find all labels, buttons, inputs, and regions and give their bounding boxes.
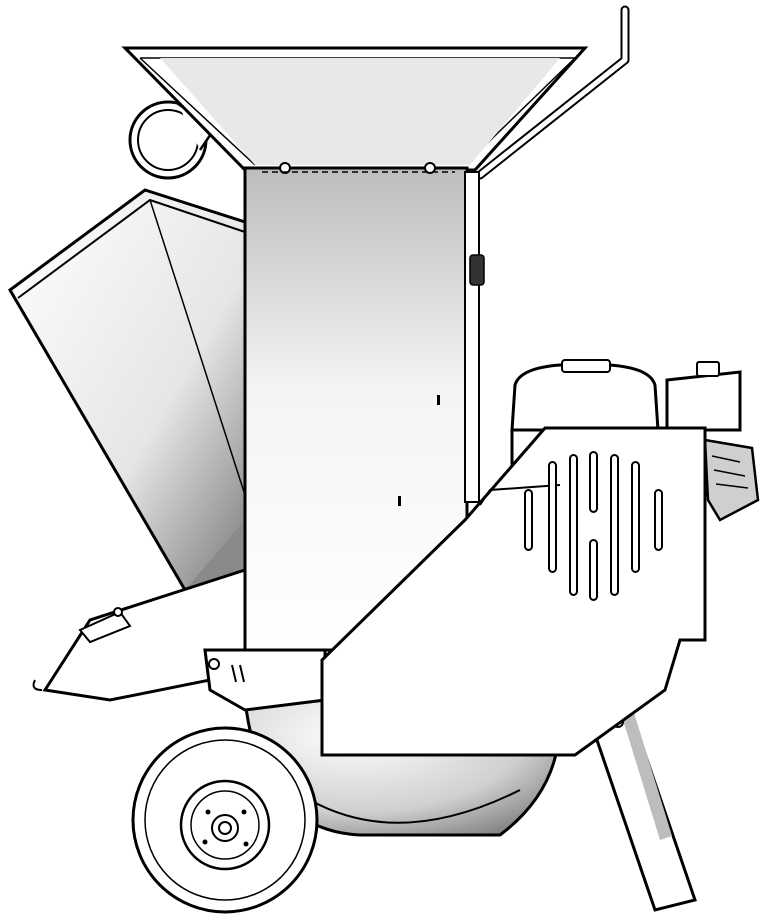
hopper-funnel [121,46,589,172]
hopper-port [128,100,217,180]
vent-slots [524,451,663,601]
wheel [131,726,319,914]
chute-bracket [203,648,327,712]
engine [510,359,760,522]
discharge-chute [8,188,247,592]
push-handle [475,5,630,180]
engine-shroud [320,426,707,757]
